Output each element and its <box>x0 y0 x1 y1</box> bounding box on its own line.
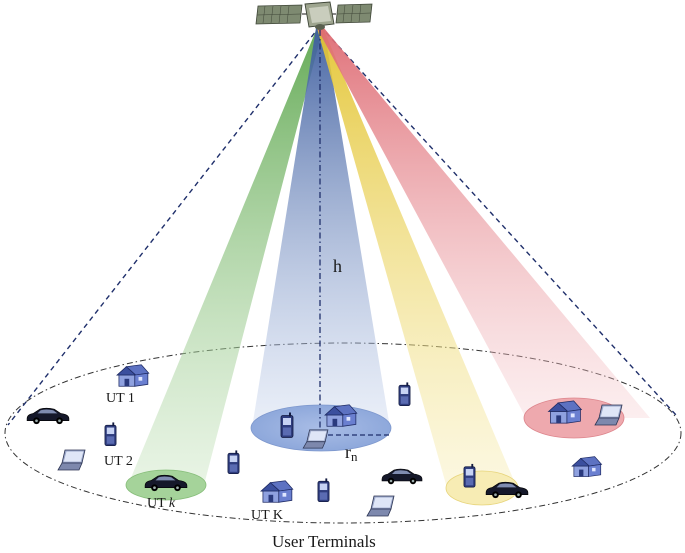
beam-green <box>128 28 323 485</box>
diagram-caption: User Terminals <box>272 532 376 551</box>
radius-label-main: r <box>345 442 351 462</box>
mobile-phone-icon <box>398 382 411 407</box>
utK-label: UT K <box>251 508 283 523</box>
height-label: h <box>333 256 342 276</box>
ut1-label: UT 1 <box>106 391 135 406</box>
mobile-phone-icon <box>227 450 240 475</box>
ut2-label: UT 2 <box>104 454 133 469</box>
satellite-icon <box>255 1 373 30</box>
car-icon <box>381 468 423 485</box>
mobile-phone-icon <box>317 478 330 503</box>
utk-label: UT k <box>147 496 176 511</box>
mobile-phone-icon <box>104 422 117 447</box>
house-icon <box>116 364 150 387</box>
laptop-icon <box>366 495 395 517</box>
laptop-icon <box>57 449 86 471</box>
mobile-phone-icon <box>280 412 294 439</box>
utk-label-index: k <box>169 496 176 511</box>
mobile-phone-icon <box>463 463 476 488</box>
beam-yellow <box>317 28 517 488</box>
radius-label: rn <box>345 442 358 464</box>
house-icon <box>260 480 294 503</box>
utk-label-prefix: UT <box>147 496 169 511</box>
radius-label-subscript: n <box>351 449 358 464</box>
beam-blue <box>252 28 390 428</box>
cone-edge-right <box>319 25 677 416</box>
car-icon <box>26 407 70 425</box>
cone-edge-left <box>7 25 321 426</box>
beam-red <box>317 28 650 418</box>
house-icon <box>571 456 603 477</box>
